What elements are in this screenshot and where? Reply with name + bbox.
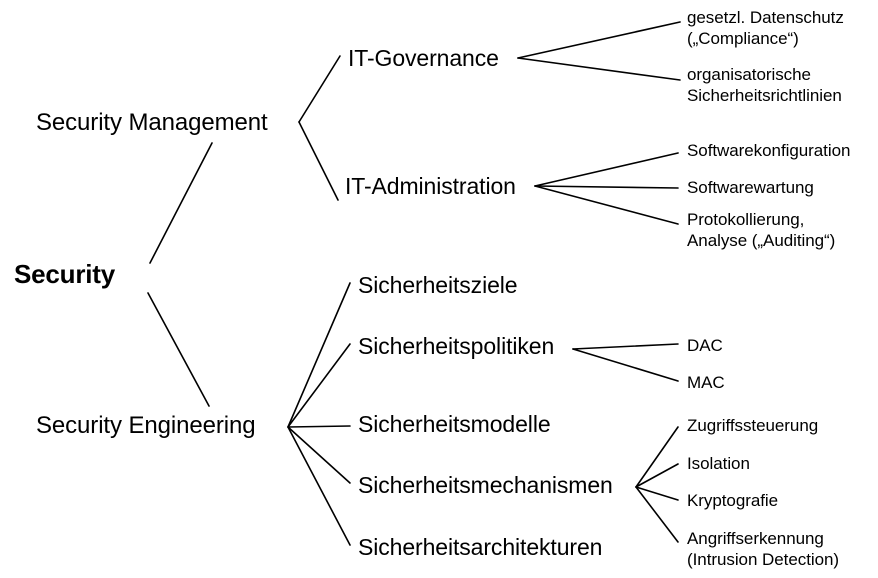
edge-governance-to-richtlinien [517, 57, 681, 81]
leaf-protokollierung-analyse-line-1: Protokollierung, [687, 210, 805, 229]
edge-governance-to-datenschutz [517, 21, 681, 59]
leaf-kryptografie-line-1: Kryptografie [687, 491, 779, 510]
leaf-gesetzl-datenschutz-line-2: („Compliance“) [687, 28, 799, 48]
leaf-protokollierung-analyse-line-2: Analyse („Auditing“) [687, 230, 836, 250]
node-security-engineering-line-1: Security Engineering [36, 412, 256, 439]
leaf-organisatorische-sicherheitsrichtlinien-line-1: organisatorische [687, 65, 811, 84]
edge-politiken-to-mac [572, 348, 679, 382]
leaf-angriffserkennung[interactable]: Angriffserkennung(Intrusion Detection) [687, 529, 839, 570]
leaf-angriffserkennung-line-1: Angriffserkennung [687, 529, 824, 548]
node-it-governance-line-1: IT-Governance [348, 45, 499, 71]
node-sicherheitsmodelle-line-1: Sicherheitsmodelle [358, 411, 551, 437]
leaf-isolation-line-1: Isolation [687, 454, 750, 473]
edge-engineering-to-ziele [287, 282, 351, 428]
edge-group [147, 21, 681, 546]
edge-mechanismen-to-isolation [635, 463, 679, 488]
leaf-zugriffssteuerung[interactable]: Zugriffssteuerung [687, 416, 818, 436]
edge-mechanismen-to-zugriff [635, 426, 679, 488]
node-sicherheitsmodelle[interactable]: Sicherheitsmodelle [358, 411, 551, 438]
edge-administration-to-konfiguration [534, 152, 679, 187]
edge-politiken-to-dac [572, 343, 679, 350]
leaf-gesetzl-datenschutz-line-1: gesetzl. Datenschutz [687, 8, 844, 27]
leaf-organisatorische-sicherheitsrichtlinien-line-2: Sicherheitsrichtlinien [687, 85, 842, 105]
edge-management-to-administration [298, 121, 339, 201]
edge-engineering-to-politiken [287, 343, 351, 428]
edge-administration-to-wartung [534, 185, 679, 189]
edge-security-to-engineering [147, 292, 210, 407]
edge-security-to-management [149, 142, 213, 264]
node-sicherheitspolitiken-line-1: Sicherheitspolitiken [358, 333, 555, 359]
node-sicherheitsmechanismen[interactable]: Sicherheitsmechanismen [358, 472, 613, 499]
leaf-angriffserkennung-line-2: (Intrusion Detection) [687, 549, 840, 569]
node-it-administration-line-1: IT-Administration [345, 173, 516, 199]
edge-administration-to-protokollierung [534, 185, 679, 225]
node-it-administration[interactable]: IT-Administration [345, 173, 516, 200]
node-sicherheitsmechanismen-line-1: Sicherheitsmechanismen [358, 472, 613, 498]
leaf-softwarekonfiguration-line-1: Softwarekonfiguration [687, 141, 851, 160]
edge-engineering-to-mechanismen [287, 426, 351, 484]
leaf-kryptografie[interactable]: Kryptografie [687, 491, 778, 511]
node-sicherheitsziele-line-1: Sicherheitsziele [358, 272, 518, 298]
node-security-management[interactable]: Security Management [36, 109, 268, 137]
leaf-protokollierung-analyse[interactable]: Protokollierung,Analyse („Auditing“) [687, 210, 835, 251]
leaf-mac[interactable]: MAC [687, 373, 725, 393]
node-security[interactable]: Security [14, 259, 115, 290]
node-sicherheitsarchitekturen[interactable]: Sicherheitsarchitekturen [358, 534, 602, 561]
leaf-mac-line-1: MAC [687, 373, 725, 392]
node-sicherheitsziele[interactable]: Sicherheitsziele [358, 272, 518, 299]
edge-mechanismen-to-krypto [635, 486, 679, 501]
edge-management-to-governance [298, 55, 341, 123]
node-security-engineering[interactable]: Security Engineering [36, 412, 256, 440]
leaf-dac[interactable]: DAC [687, 336, 723, 356]
edge-engineering-to-architekturen [287, 426, 351, 546]
edge-engineering-to-modelle [287, 425, 351, 428]
leaf-zugriffssteuerung-line-1: Zugriffssteuerung [687, 416, 819, 435]
leaf-dac-line-1: DAC [687, 336, 723, 355]
leaf-softwarekonfiguration[interactable]: Softwarekonfiguration [687, 141, 850, 161]
leaf-gesetzl-datenschutz[interactable]: gesetzl. Datenschutz(„Compliance“) [687, 8, 844, 49]
edge-mechanismen-to-angriff [635, 486, 679, 543]
leaf-softwarewartung[interactable]: Softwarewartung [687, 178, 814, 198]
leaf-isolation[interactable]: Isolation [687, 454, 750, 474]
node-sicherheitsarchitekturen-line-1: Sicherheitsarchitekturen [358, 534, 603, 560]
node-it-governance[interactable]: IT-Governance [348, 45, 499, 72]
node-security-line-1: Security [14, 259, 116, 289]
node-security-management-line-1: Security Management [36, 109, 268, 136]
node-sicherheitspolitiken[interactable]: Sicherheitspolitiken [358, 333, 554, 360]
leaf-softwarewartung-line-1: Softwarewartung [687, 178, 814, 197]
